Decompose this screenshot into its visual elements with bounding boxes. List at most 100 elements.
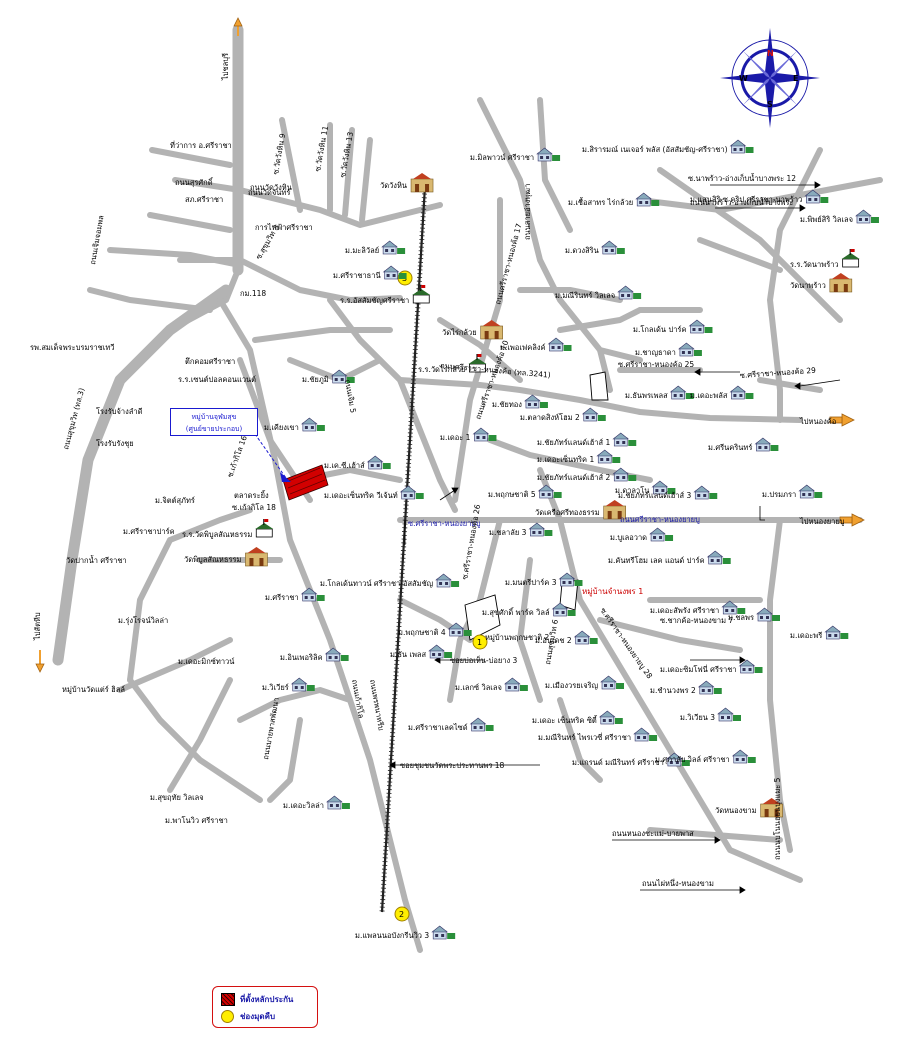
collateral-site-marker <box>282 464 329 501</box>
place-label: ม.มนตรีปาร์ค 3 <box>505 578 557 587</box>
place-label: วัดเครือศรีทองธรรม <box>535 508 600 517</box>
road-label: ไปชลบุรี <box>221 53 230 81</box>
road-label: ไปหนองยายบู <box>799 517 845 526</box>
house-icon <box>400 485 425 500</box>
road-label: ถนนสุขุมวิท (ทล.3) <box>61 387 86 451</box>
legend-junction-swatch-icon <box>221 1010 234 1023</box>
railway-line <box>379 185 428 913</box>
compass-w: W <box>739 74 748 83</box>
callout-line-1: หมู่บ้านจุฬมสุข <box>191 413 237 421</box>
house-icon <box>693 485 718 500</box>
callout-pointer <box>254 433 287 479</box>
place-label: ม.ศรีราชา <box>265 593 299 602</box>
place-label: ม.ชำนวงพร 2 <box>650 686 696 695</box>
place-label: ถนนวัดวังหิน <box>250 183 292 192</box>
house-icon <box>798 484 823 499</box>
place-label: ม.ศรีราชาเลคไซด์ <box>408 723 468 732</box>
house-icon <box>855 209 880 224</box>
road-label: ถนนเจิม 5 <box>343 379 358 414</box>
place-label: โรงรับจ้างลำดี <box>96 407 143 416</box>
house-icon <box>326 795 351 810</box>
place-label: โรงรับรังชุย <box>96 439 134 448</box>
road-label: ซ.นาพร้าว-อ่างเก็บน้ำบางพระ 12 <box>688 173 796 183</box>
place-label: ม.ดาลาโน <box>615 486 649 495</box>
house-icon <box>574 630 599 645</box>
temple-icon <box>480 319 504 340</box>
house-icon <box>739 659 764 674</box>
house-icon <box>730 139 754 154</box>
house-icon <box>649 527 674 542</box>
place-label: ม.โกลเด้นทาวน์ ศรีราชา-อัสสัมชัญ <box>320 579 433 588</box>
place-label: ม.เพอเฟคลิงค์ <box>500 343 546 352</box>
house-icon <box>732 749 757 764</box>
road-label: ถนนไผ่หนึ่ง-หนองขาม <box>642 878 714 888</box>
place-label: ม.มณีรินทร์ วิลเลจ <box>555 291 615 300</box>
place-label: ม.ชัยภัทร์แลนด์เฮ้าส์ 3 <box>618 491 691 500</box>
place-label: ม.มิลพาวน์ ศรีราชา <box>470 153 534 162</box>
junction-marker-2: 2 <box>394 906 410 922</box>
place-label: ม.ตลาดสิงห์โฮม 2 <box>520 413 580 422</box>
place-label: ม.ชาญธาดา <box>635 348 676 357</box>
school-icon <box>841 248 861 268</box>
house-icon <box>291 677 316 692</box>
place-label: ร.ร.วัดพิบูลสัณหธรรม <box>182 530 252 539</box>
house-icon <box>582 407 607 422</box>
place-label: ม.ศรีนครินทร์ <box>708 443 752 452</box>
school-icon <box>411 284 431 304</box>
place-label: ม.ศุภาลัย วิลล์ ศรีราชา <box>655 755 730 764</box>
place-label: ม.ศรีราชาธานี <box>333 271 381 280</box>
house-icon <box>824 625 849 640</box>
compass-n: N <box>767 49 774 58</box>
place-label: รพ.สมเด็จพระบรมราชเทวี <box>30 342 115 352</box>
place-label: กม.118 <box>240 289 266 298</box>
place-label: ม.เดอะวิลล่า <box>283 801 324 810</box>
place-label: ม.แกรนด์ มณีรินทร์ ศรีราชา <box>572 758 664 767</box>
place-label: ม.ชัยทอง <box>492 400 522 409</box>
place-label: ม.ปรมภรา <box>762 490 796 499</box>
road-label: ถนนสายอ่างพุฒา <box>523 184 532 240</box>
place-label: ม.เดอะพลัส <box>690 391 728 400</box>
place-label: ม.วิเวียร์ <box>262 683 289 692</box>
junction-number-2: 2 <box>399 910 404 919</box>
place-label: หมู่บ้านวัดแต่ร์ ฮิลล์ <box>62 685 125 694</box>
place-label: ม.เคียงเขา <box>264 423 299 432</box>
legend-junction-label: ช่องมุดคืบ <box>240 1012 276 1021</box>
place-label: ตึกคอมศรีราชา <box>185 357 235 366</box>
place-label: ร.ร.เซนต์ปอลคอนแวนต์ <box>178 375 256 384</box>
village-outline-1 <box>464 594 501 641</box>
place-label: ม.เชื้อสาทร ไร่กล้วย <box>568 197 633 207</box>
place-label: ม.สุขฤทัย วิลเลจ <box>150 793 204 802</box>
house-icon <box>698 680 723 695</box>
house-icon <box>707 550 732 565</box>
legend-row-junction: ช่องมุดคืบ <box>221 1010 275 1023</box>
legend-site-swatch-icon <box>221 993 235 1006</box>
house-icon <box>470 717 495 732</box>
map-legend: ที่ตั้งหลักประกัน ช่องมุดคืบ <box>212 986 318 1028</box>
place-label: วัดปากน้ำ ศรีราชา <box>66 555 127 565</box>
place-label: ม.รุ่งโรจน์วิลล่า <box>118 616 168 625</box>
place-label: วัดวังหิน <box>380 181 407 190</box>
house-icon <box>504 677 529 692</box>
house-icon <box>548 337 573 352</box>
house-icon <box>617 285 642 300</box>
place-label: ม.ดวงสิริน <box>565 246 599 255</box>
house-icon <box>325 647 350 662</box>
road-label: ถนนสุรศักดิ์ <box>175 177 214 187</box>
house-icon <box>528 522 553 537</box>
place-label: ม.ชัยภัทร์แลนด์เฮ้าส์ 1 <box>537 438 610 447</box>
place-label: ม.เค.ซี.เฮ้าส์ <box>324 461 365 470</box>
road-label: ซอยบ่อเห็น-บ่อยาง 3 <box>450 655 518 665</box>
village-outline-3 <box>589 371 609 401</box>
temple-icon <box>829 272 853 293</box>
legend-site-label: ที่ตั้งหลักประกัน <box>240 995 294 1004</box>
house-icon <box>688 319 713 334</box>
site-callout-box: หมู่บ้านจุฬมสุข (ศูนย์ขายประกอบ) <box>170 408 258 436</box>
road-network <box>52 24 883 953</box>
house-icon <box>472 427 497 442</box>
place-label: ม.โกลเด้น ปาร์ค <box>633 325 686 334</box>
house-icon <box>633 727 658 742</box>
temple-icon <box>244 546 268 567</box>
house-icon <box>612 432 637 447</box>
road-label: ซ.ศรีราชา-หนองยายบู <box>408 519 481 528</box>
place-label: ม.เดอะเซ็นทริค 1 <box>537 454 594 464</box>
